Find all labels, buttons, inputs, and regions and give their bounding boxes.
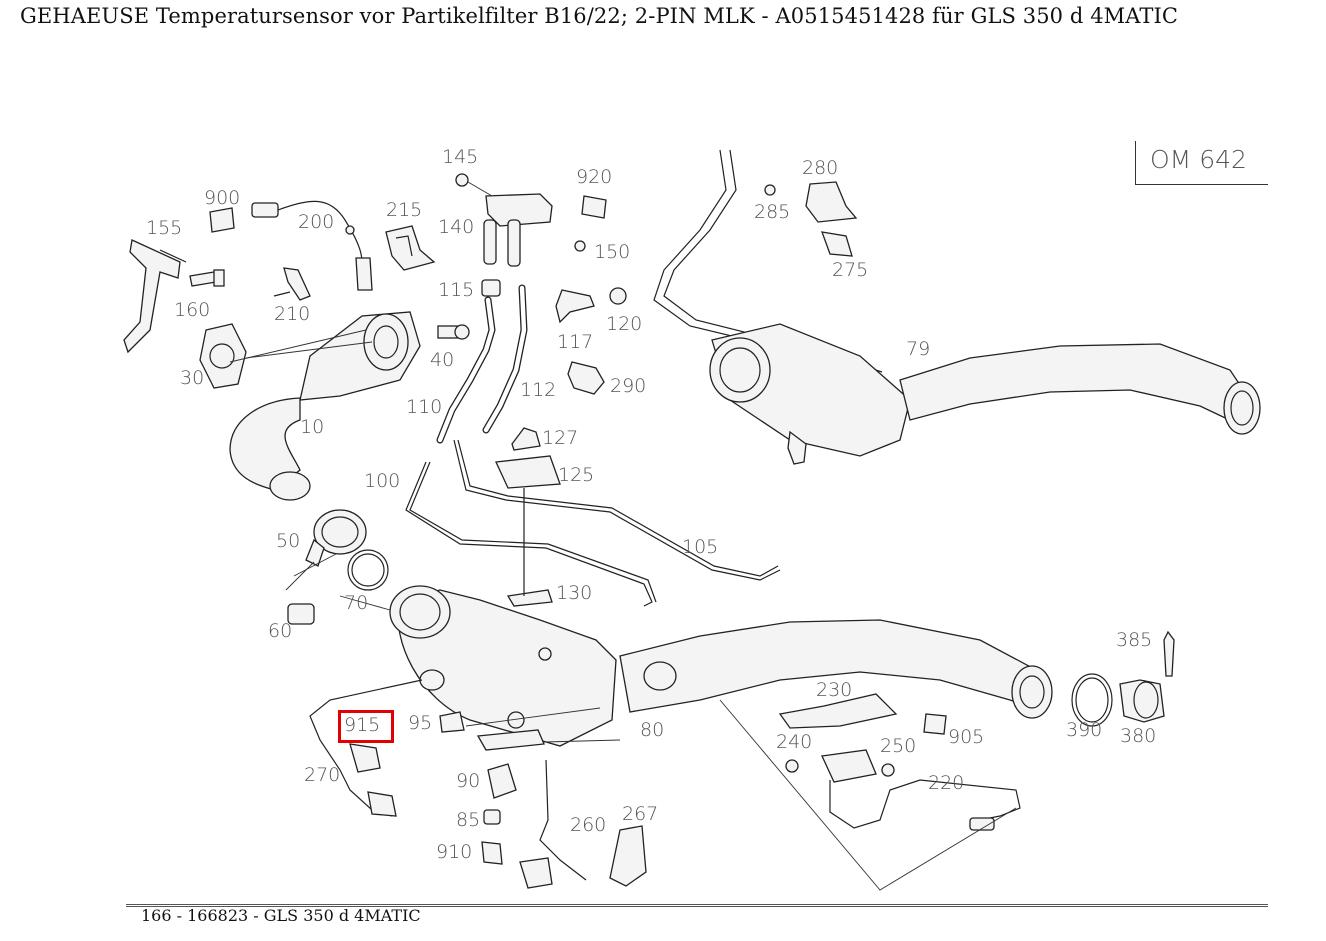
label-127: 127 [542,427,578,449]
bracket-155 [123,239,187,354]
sensor-housing-915 [349,743,381,773]
hose-clip-117 [555,287,627,324]
leader-lines [229,329,1017,891]
label-220: 220 [928,772,964,794]
bolt-385 [1163,630,1175,677]
label-110: 110 [406,396,442,418]
label-112: 112 [520,379,556,401]
sensor-cable-200 [209,200,373,291]
bracket-95 [439,711,545,751]
label-120: 120 [606,313,642,335]
label-230: 230 [816,679,852,701]
bolt-160 [189,269,225,287]
label-380: 380 [1120,725,1156,747]
gasket-30 [199,323,247,389]
highlighted-part-frame [338,710,394,743]
bracket-130 [506,540,553,607]
label-920: 920 [576,166,612,188]
ring-390 [1071,673,1113,727]
label-80: 80 [640,719,664,741]
label-905: 905 [948,726,984,748]
label-275: 275 [832,259,868,281]
label-385: 385 [1116,629,1152,651]
engine-code-box: OM 642 [1135,141,1268,185]
label-900: 900 [204,187,240,209]
label-10: 10 [300,416,324,438]
rubber-mount-127 [511,427,541,451]
label-200: 200 [298,211,334,233]
label-30: 30 [180,367,204,389]
label-270: 270 [304,764,340,786]
label-130: 130 [556,582,592,604]
label-100: 100 [364,470,400,492]
clip-210 [273,267,311,301]
label-250: 250 [880,735,916,757]
label-145: 145 [442,146,478,168]
label-125: 125 [558,464,594,486]
label-150: 150 [594,241,630,263]
label-290: 290 [610,375,646,397]
control-unit-250 [785,749,895,783]
label-260: 260 [570,814,606,836]
label-285: 285 [754,201,790,223]
label-117: 117 [557,331,593,353]
label-95: 95 [408,712,432,734]
label-160: 160 [174,299,210,321]
catalytic-converter-10 [229,311,421,501]
label-70: 70 [344,592,368,614]
plate-275 [821,231,853,257]
bracket-290 [567,361,605,395]
footer-caption: 166 - 166823 - GLS 350 d 4MATIC [141,906,421,925]
bracket-230 [778,693,898,729]
page-title: GEHAEUSE Temperatursensor vor Partikelfi… [20,4,1179,28]
pipe-110 [436,296,496,444]
bracket-215 [385,225,436,271]
label-60: 60 [268,620,292,642]
label-215: 215 [386,199,422,221]
ring-70 [347,549,389,591]
sensor-cable-270 [309,679,423,817]
label-90: 90 [456,770,480,792]
label-240: 240 [776,731,812,753]
label-915: 915 [344,714,380,736]
label-140: 140 [438,216,474,238]
bracket-267 [609,825,647,887]
label-267: 267 [622,803,658,825]
rubber-mount-90 [483,763,517,825]
pipe-105 [453,439,781,581]
label-79: 79 [906,338,930,360]
bracket-125 [495,455,561,540]
particle-filter-79 [653,149,1261,465]
bracket-280 [764,181,858,223]
grommet-115 [481,279,501,297]
connector-905 [923,713,947,735]
label-155: 155 [146,217,182,239]
hose-260 [519,759,587,889]
bolt-40 [437,324,470,340]
connector-910 [481,841,503,865]
particle-filter-80 [389,585,1053,747]
pressure-sensor-140 [455,173,607,267]
label-105: 105 [682,536,718,558]
label-390: 390 [1066,719,1102,741]
clamp-50 [305,509,367,567]
pipe-100 [405,461,657,607]
part-labels: 900 155 200 215 145 920 140 150 285 280 … [146,146,1156,863]
label-210: 210 [274,303,310,325]
engine-code: OM 642 [1150,145,1247,174]
label-85: 85 [456,809,480,831]
label-50: 50 [276,530,300,552]
footer-divider [126,904,1268,907]
pipe-112 [482,284,528,434]
clamp-380 [1119,679,1165,723]
label-910: 910 [436,841,472,863]
label-115: 115 [438,279,474,301]
bolt-60 [287,603,315,625]
label-280: 280 [802,157,838,179]
label-40: 40 [430,349,454,371]
